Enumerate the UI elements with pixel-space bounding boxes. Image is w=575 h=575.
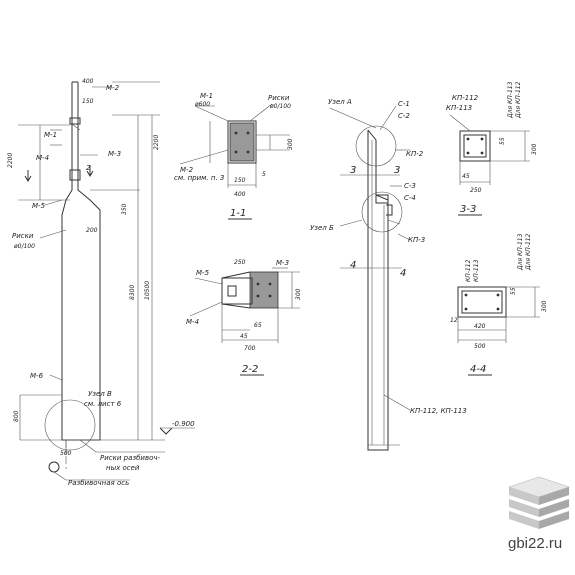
section-3-3: КП-112 КП-113 45 250 55 Для КП-113 Для К… bbox=[446, 81, 538, 216]
label-m5: М-5 bbox=[32, 202, 46, 210]
column-side-view: Узел А С-1 С-2 КП-2 3 3 С-3 С-4 Узел Б К… bbox=[310, 98, 467, 451]
label-sm-prim: см. прим. п. 3 bbox=[174, 174, 224, 182]
dim-5-s11: 5 bbox=[262, 171, 266, 178]
dim-250-s22: 250 bbox=[234, 259, 246, 266]
label-m3: М-3 bbox=[108, 150, 121, 158]
label-uzel-v: Узел В bbox=[88, 390, 112, 398]
column-elevation bbox=[18, 81, 195, 481]
label-sm-list: см. лист 6 bbox=[84, 400, 122, 408]
label-dia-s11: ø600 bbox=[194, 101, 210, 108]
label-riski-step: ø0/100 bbox=[13, 243, 35, 250]
label-elevation: -0.900 bbox=[172, 420, 195, 428]
dim-55-s44: 55 bbox=[510, 287, 517, 295]
label-kp112-for-s44: Для КП-112 bbox=[525, 233, 532, 271]
label-kp2: КП-2 bbox=[406, 150, 424, 158]
dim-45-s33: 45 bbox=[462, 173, 470, 180]
dim-300-s33: 300 bbox=[531, 143, 538, 155]
label-m5-s22: М-5 bbox=[196, 269, 210, 277]
label-m6: М-6 bbox=[30, 372, 44, 380]
dim-300-s11: 300 bbox=[287, 138, 294, 150]
label-riski-step-s11: ø0/100 bbox=[269, 103, 291, 110]
section-2-2: М-5 М-3 М-4 250 65 45 700 300 2-2 bbox=[186, 259, 302, 376]
label-kp113-for: Для КП-113 bbox=[507, 81, 514, 119]
dim-10500: 10500 bbox=[144, 281, 151, 300]
label-m4: М-4 bbox=[36, 154, 49, 162]
section-title-2-2: 2-2 bbox=[242, 364, 258, 375]
cube-stack-logo-icon bbox=[508, 476, 570, 529]
label-riski: Риски bbox=[12, 232, 34, 240]
section-mark-3-right: 3 bbox=[394, 165, 400, 176]
label-riski-s11: Риски bbox=[268, 94, 290, 102]
dim-700-s22: 700 bbox=[244, 345, 256, 352]
label-s1: С-1 bbox=[398, 100, 410, 108]
label-s2: С-2 bbox=[398, 112, 410, 120]
label-kp112-s44: КП-112 bbox=[465, 259, 472, 282]
section-title-3-3: 3-3 bbox=[460, 204, 476, 215]
label-m2-s11: М-2 bbox=[180, 166, 194, 174]
label-m1: М-1 bbox=[44, 131, 57, 139]
label-s4: С-4 bbox=[404, 194, 416, 202]
label-kp112-s33: КП-112 bbox=[452, 94, 479, 102]
dim-420-s44: 420 bbox=[474, 323, 486, 330]
dim-150-s11: 150 bbox=[234, 177, 246, 184]
section-title-4-4: 4-4 bbox=[470, 364, 486, 375]
label-riski-razb2: ных осей bbox=[106, 464, 140, 472]
label-kp113-s33: КП-113 bbox=[446, 104, 472, 112]
section-mark-4-left: 4 bbox=[350, 260, 356, 271]
dim-350: 350 bbox=[121, 203, 128, 215]
label-kp112-for: Для КП-112 bbox=[515, 81, 522, 119]
label-s3: С-3 bbox=[404, 182, 416, 190]
site-watermark: gbi22.ru bbox=[508, 535, 563, 552]
section-4-4: КП-112 КП-113 12 420 500 55 Для КП-113 Д… bbox=[450, 233, 548, 376]
label-m2: М-2 bbox=[106, 84, 120, 92]
dim-400-s11: 400 bbox=[234, 191, 246, 198]
section-mark-3-left: 3 bbox=[350, 165, 356, 176]
label-uzel-b: Узел Б bbox=[310, 224, 334, 232]
dim-500-base: 500 bbox=[60, 450, 72, 457]
section-1-1: М-1 ø600 Риски ø0/100 М-2 см. прим. п. 3… bbox=[174, 92, 294, 220]
label-kp113-for-s44: Для КП-113 bbox=[517, 233, 524, 271]
label-kp113-s44: КП-113 bbox=[473, 259, 480, 282]
label-uzel-a: Узел А bbox=[328, 98, 352, 106]
arrow-2-label: 2 bbox=[86, 164, 91, 172]
label-m1-s11: М-1 bbox=[200, 92, 213, 100]
label-kp3: КП-3 bbox=[408, 236, 425, 244]
label-riski-razb: Риски разбивоч- bbox=[100, 454, 160, 462]
dim-400-top: 400 bbox=[82, 78, 94, 85]
dim-150-top: 150 bbox=[82, 98, 94, 105]
dim-200: 200 bbox=[86, 227, 98, 234]
section-title-1-1: 1-1 bbox=[230, 208, 246, 219]
dim-45-s22: 45 bbox=[240, 333, 248, 340]
dim-8300: 8300 bbox=[129, 285, 136, 300]
label-razb-os: Разбивочная ось bbox=[68, 479, 129, 487]
label-m3-s22: М-3 bbox=[276, 259, 289, 267]
dim-2200-right: 2200 bbox=[153, 135, 160, 150]
dim-250-s33: 250 bbox=[470, 187, 482, 194]
label-kp112-113: КП-112, КП-113 bbox=[410, 407, 467, 415]
dim-12-s44: 12 bbox=[450, 317, 458, 324]
dim-2200: 2200 bbox=[7, 153, 14, 168]
dim-55-s33: 55 bbox=[499, 137, 506, 145]
dim-300-s44: 300 bbox=[541, 300, 548, 312]
label-m4-s22: М-4 bbox=[186, 318, 199, 326]
dim-500-s44: 500 bbox=[474, 343, 486, 350]
section-mark-4-right: 4 bbox=[400, 268, 406, 279]
column-labels: М-2 400 150 М-1 М-3 М-4 М-5 2 Риски ø0/1… bbox=[7, 78, 195, 487]
dim-65-s22: 65 bbox=[254, 322, 262, 329]
dim-800: 800 bbox=[13, 410, 20, 422]
dim-300-s22: 300 bbox=[295, 288, 302, 300]
